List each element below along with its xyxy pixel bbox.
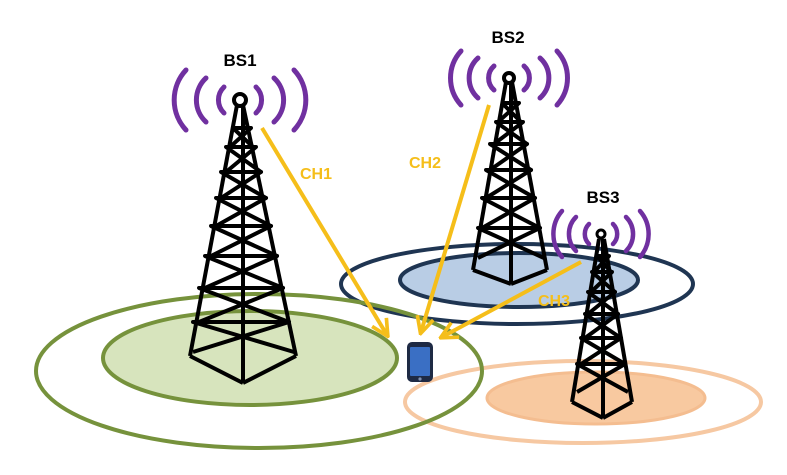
bs3-antenna-tip (595, 228, 607, 240)
bs3-label: BS3 (586, 188, 619, 207)
ch1-arrow (260, 126, 387, 335)
bs2-antenna-tip (502, 71, 516, 85)
bs1-signal-waves-icon (171, 67, 309, 133)
ch2-arrow (421, 104, 491, 332)
cell-3-coverage (403, 359, 763, 445)
cell-3-inner-area (485, 370, 707, 426)
ch3-label: CH3 (538, 293, 570, 310)
bs1-tower-icon (188, 104, 298, 385)
mobile-phone-icon (407, 342, 433, 382)
cell-1-inner-area (101, 309, 399, 407)
ch3-arrow (442, 260, 582, 337)
bs1-label: BS1 (223, 51, 256, 70)
bs3-signal-waves-icon (551, 208, 651, 260)
bs1-antenna-tip (232, 92, 248, 108)
cell-1-coverage (34, 292, 484, 450)
bs3-tower-icon (570, 238, 634, 420)
cell-1-outer-ring (34, 292, 484, 450)
ch1-label: CH1 (300, 166, 332, 183)
bs2-tower-icon (471, 81, 549, 286)
ch2-label: CH2 (409, 155, 441, 172)
bs2-label: BS2 (491, 28, 524, 47)
bs2-signal-waves-icon (448, 48, 570, 108)
